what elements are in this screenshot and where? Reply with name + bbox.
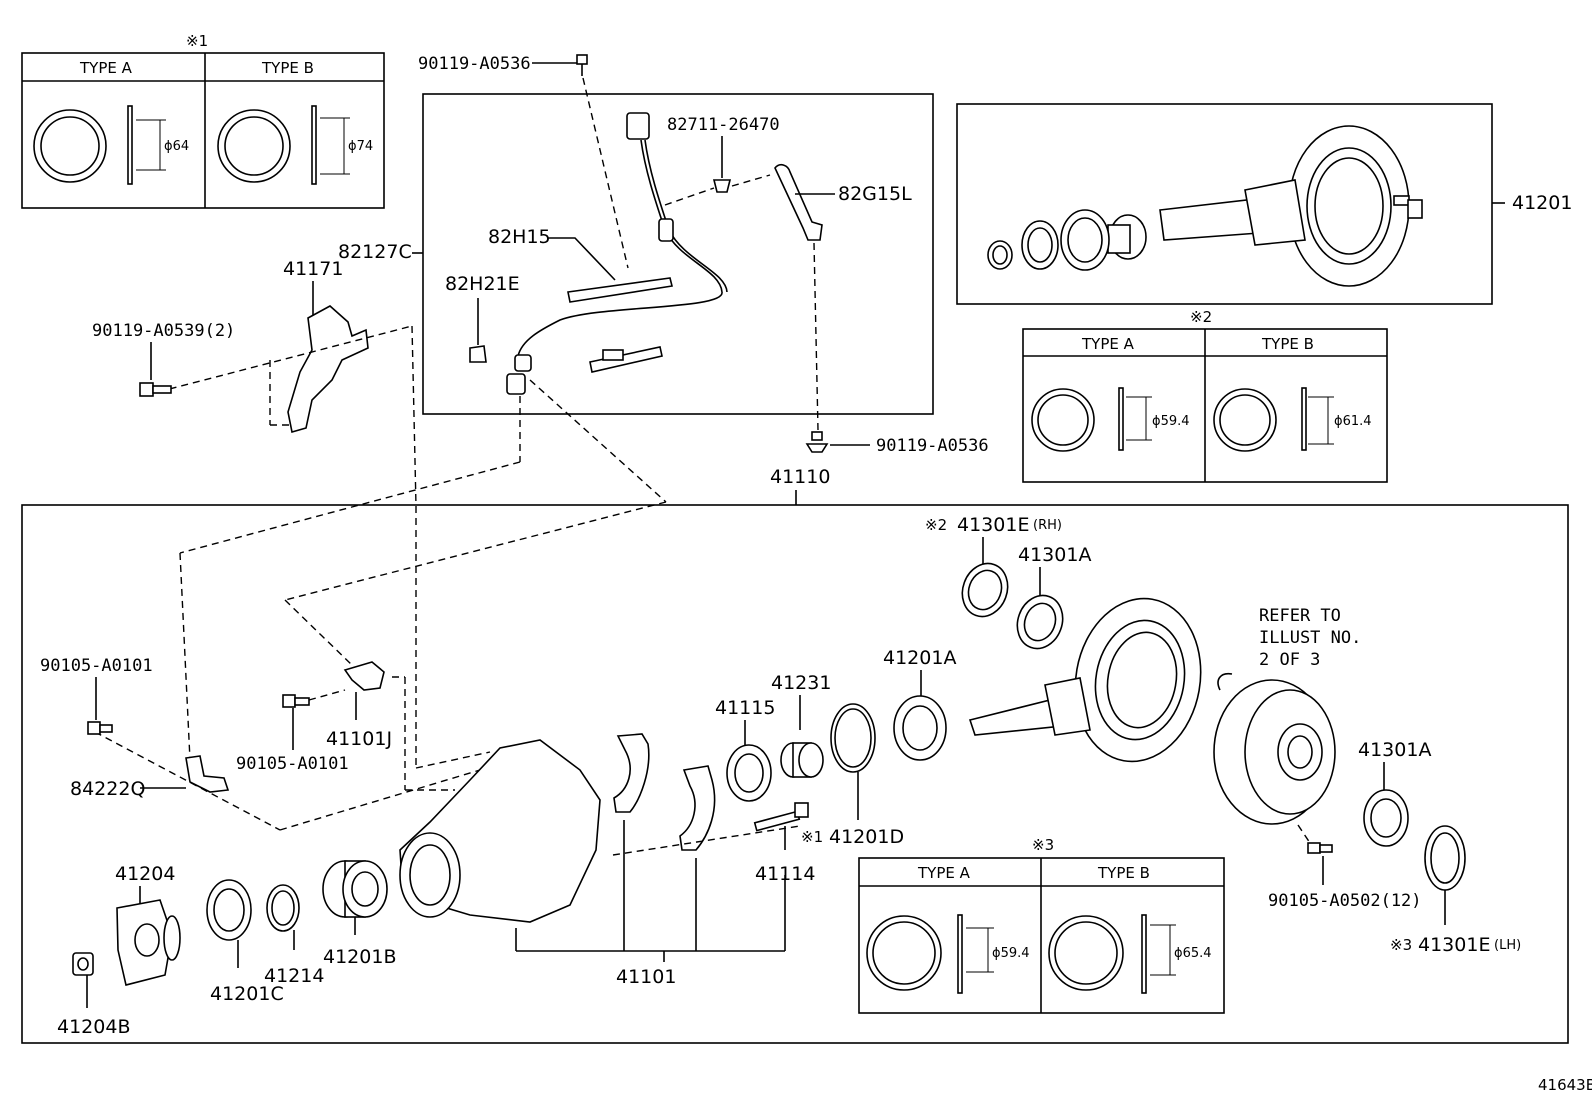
- refer-note-line3: 2 OF 3: [1259, 650, 1320, 670]
- label-41201d: 41201D: [829, 826, 904, 848]
- type-a-diameter: ϕ59.4: [992, 946, 1030, 961]
- label-82h15: 82H15: [488, 226, 551, 248]
- label-41201: 41201: [1512, 192, 1572, 214]
- seal-icon: [961, 562, 1009, 618]
- type-table-2: ※2 TYPE A TYPE B ϕ59.4 ϕ61.4: [1022, 308, 1388, 483]
- companion-flange-icon: [116, 899, 181, 986]
- label-82127c: 82127C: [338, 241, 412, 263]
- type-a-header: TYPE A: [79, 59, 133, 77]
- label-41301e-lh: 41301E: [1418, 934, 1490, 956]
- label-41114: 41114: [755, 863, 815, 885]
- diagram-id: 41643BB: [1538, 1076, 1592, 1094]
- label-41115: 41115: [715, 697, 775, 719]
- type-table-1: ※1 TYPE A TYPE B ϕ64 ϕ74: [21, 32, 385, 209]
- label-41201b: 41201B: [323, 946, 396, 968]
- bracket-41101j-icon: [343, 661, 385, 691]
- washer-icon: [266, 884, 300, 932]
- type-b-diameter: ϕ65.4: [1174, 946, 1212, 961]
- label-41204b: 41204B: [57, 1016, 130, 1038]
- label-41171: 41171: [283, 258, 343, 280]
- ring-pinion-box-41201: 41201: [956, 103, 1572, 305]
- shim-icon: [830, 703, 876, 773]
- label-82g15l: 82G15L: [838, 183, 912, 205]
- bolt-icon: [87, 721, 113, 735]
- type-table-3: ※3 TYPE A TYPE B ϕ59.4 ϕ65.4: [858, 836, 1225, 1014]
- label-41204: 41204: [115, 863, 175, 885]
- protector-icon: [567, 277, 673, 373]
- label-41214: 41214: [264, 965, 324, 987]
- bearing-icon: [1363, 789, 1409, 847]
- sensor-84222q-icon: [185, 755, 230, 793]
- refer-note-line1: REFER TO: [1259, 606, 1341, 626]
- label-90119-a0536-top: 90119-A0536: [418, 54, 531, 74]
- bolt-icon: [753, 802, 809, 832]
- type-b-header: TYPE B: [1261, 335, 1314, 353]
- label-90105-a0101-mid: 90105-A0101: [236, 754, 349, 774]
- bolt-icon: [576, 54, 588, 76]
- harness-assembly-box: 90119-A0536 82711-26470 82G15L 82H15: [338, 54, 934, 415]
- type-b-diameter: ϕ61.4: [1334, 414, 1372, 429]
- bearing-icon: [1016, 594, 1064, 650]
- label-41101: 41101: [616, 966, 676, 988]
- note-marker-3: ※3: [1390, 936, 1412, 954]
- note-marker-1: ※1: [801, 828, 823, 846]
- type-a-header: TYPE A: [1081, 335, 1135, 353]
- bolt-icon: [139, 382, 172, 397]
- label-41231: 41231: [771, 672, 831, 694]
- ring-gear-icon: [1074, 597, 1202, 763]
- note-marker-1: ※1: [186, 32, 208, 50]
- label-41301a-right: 41301A: [1358, 739, 1431, 761]
- connector-icon: [626, 112, 650, 140]
- bolt-90119-a0536: 90119-A0536: [805, 242, 989, 456]
- label-41110: 41110: [770, 466, 830, 488]
- bolt-icon: [282, 694, 310, 708]
- clip-icon: [712, 179, 732, 193]
- label-82711-26470: 82711-26470: [667, 115, 780, 135]
- carrier-housing-icon: [399, 739, 601, 923]
- label-41301a-top: 41301A: [1018, 544, 1091, 566]
- label-90119-a0539: 90119-A0539(2): [92, 321, 235, 341]
- label-90105-a0101-left: 90105-A0101: [40, 656, 153, 676]
- bolt-icon: [1393, 195, 1423, 219]
- bearing-cap-icon: [613, 733, 716, 851]
- label-82h21e: 82H21E: [445, 273, 520, 295]
- type-a-diameter: ϕ59.4: [1152, 414, 1190, 429]
- seal-icon: [1424, 825, 1466, 891]
- refer-note-line2: ILLUST NO.: [1259, 628, 1361, 648]
- type-b-header: TYPE B: [1097, 864, 1150, 882]
- note-marker-3: ※3: [1032, 836, 1054, 854]
- note-marker-2: ※2: [925, 516, 947, 534]
- type-a-header: TYPE A: [917, 864, 971, 882]
- type-b-header: TYPE B: [261, 59, 314, 77]
- label-41201a: 41201A: [883, 647, 956, 669]
- differential-case-icon: [1213, 672, 1336, 825]
- type-b-diameter: ϕ74: [348, 139, 373, 154]
- label-41101j: 41101J: [326, 728, 392, 750]
- label-41201c: 41201C: [210, 983, 284, 1005]
- shield-41171: 41171 90119-A0539(2): [92, 258, 417, 507]
- nut-icon: [72, 952, 94, 976]
- pinion-shaft-icon: [968, 677, 1091, 736]
- label-84222q: 84222Q: [70, 778, 145, 800]
- bearing-icon: [322, 860, 388, 918]
- bearing-icon: [893, 695, 947, 761]
- note-marker-2: ※2: [1190, 308, 1212, 326]
- spacer-icon: [780, 742, 824, 778]
- oil-seal-icon: [206, 879, 252, 941]
- oil-seal-icon: [726, 744, 772, 802]
- label-90105-a0502: 90105-A0502(12): [1268, 891, 1422, 911]
- sensor-bracket-icon: [774, 163, 823, 241]
- clamp-icon: [469, 345, 487, 363]
- type-a-diameter: ϕ64: [164, 139, 189, 154]
- label-41301e-rh: 41301E: [957, 514, 1029, 536]
- carrier-box-41110: 41110 ※2 41301E (RH) 41301A: [21, 379, 1569, 1044]
- label-90119-a0536-bottom: 90119-A0536: [876, 436, 989, 456]
- label-lh: (LH): [1494, 938, 1521, 953]
- bolt-icon: [1307, 842, 1333, 854]
- label-rh: (RH): [1033, 518, 1062, 533]
